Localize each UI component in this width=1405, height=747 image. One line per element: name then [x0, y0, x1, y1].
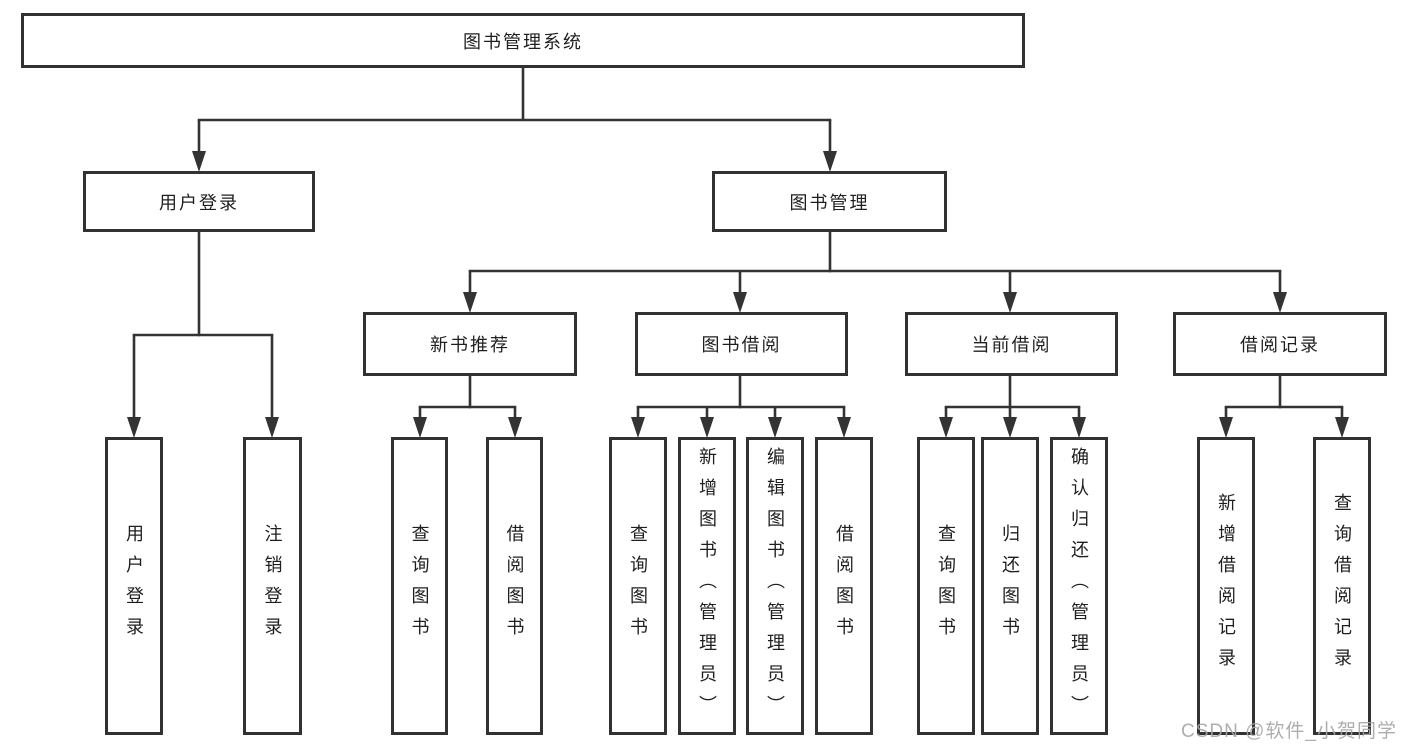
- node-label: 查询图书: [409, 524, 430, 648]
- arrow-down-icon: [823, 151, 837, 172]
- arrow-down-icon: [631, 417, 645, 438]
- node-label: 新书推荐: [430, 335, 510, 355]
- arrow-down-icon: [1003, 417, 1017, 438]
- node-label: 编辑图书（管理员）: [765, 446, 785, 726]
- leaf-borrow-book: 借阅图书: [815, 437, 873, 735]
- node-book-borrow: 图书借阅: [635, 312, 848, 376]
- arrow-down-icon: [1335, 417, 1349, 438]
- node-label: 用户登录: [159, 192, 239, 213]
- leaf-edit-book-admin: 编辑图书（管理员）: [746, 437, 804, 735]
- leaf-add-book-admin: 新增图书（管理员）: [678, 437, 736, 735]
- node-label: 新增图书（管理员）: [697, 446, 717, 726]
- leaf-confirm-return-admin: 确认归还（管理员）: [1050, 437, 1108, 735]
- arrow-down-icon: [463, 292, 477, 313]
- node-root-library-system: 图书管理系统: [21, 13, 1025, 68]
- leaf-logout: 注销登录: [243, 437, 302, 735]
- node-label: 注销登录: [262, 524, 283, 648]
- node-label: 查询图书: [628, 524, 648, 648]
- node-book-management: 图书管理: [712, 171, 947, 232]
- arrow-down-icon: [127, 417, 141, 438]
- leaf-query-book-borrow: 查询图书: [609, 437, 667, 735]
- arrow-down-icon: [1219, 417, 1233, 438]
- leaf-query-borrow-record: 查询借阅记录: [1313, 437, 1371, 735]
- node-label: 借阅记录: [1240, 335, 1320, 355]
- node-label: 图书借阅: [701, 335, 782, 355]
- leaf-borrow-book-recommend: 借阅图书: [486, 437, 543, 735]
- node-label: 查询借阅记录: [1332, 493, 1352, 679]
- node-label: 图书管理系统: [463, 31, 583, 52]
- node-label: 新增借阅记录: [1216, 493, 1236, 679]
- arrow-down-icon: [1003, 292, 1017, 313]
- arrow-down-icon: [837, 417, 851, 438]
- arrow-down-icon: [700, 417, 714, 438]
- node-label: 确认归还（管理员）: [1069, 446, 1089, 726]
- arrow-down-icon: [265, 417, 279, 438]
- arrow-down-icon: [1072, 417, 1086, 438]
- node-label: 查询图书: [936, 524, 956, 648]
- node-borrow-records: 借阅记录: [1173, 312, 1387, 376]
- leaf-query-book-recommend: 查询图书: [391, 437, 448, 735]
- arrow-down-icon: [413, 417, 427, 438]
- leaf-query-book-current: 查询图书: [917, 437, 975, 735]
- arrow-down-icon: [733, 292, 747, 313]
- arrow-down-icon: [1273, 292, 1287, 313]
- csdn-watermark: CSDN @软件_小贺同学: [1181, 721, 1397, 742]
- node-label: 借阅图书: [504, 524, 525, 648]
- arrow-down-icon: [939, 417, 953, 438]
- node-label: 当前借阅: [971, 335, 1052, 355]
- node-label: 归还图书: [1000, 524, 1020, 648]
- arrowhead-group: [127, 151, 1349, 438]
- node-label: 借阅图书: [834, 524, 854, 648]
- node-user-login: 用户登录: [83, 171, 315, 232]
- leaf-return-book: 归还图书: [981, 437, 1039, 735]
- node-current-borrow: 当前借阅: [905, 312, 1118, 376]
- node-label: 图书管理: [789, 192, 870, 213]
- node-new-book-recommend: 新书推荐: [363, 312, 577, 376]
- leaf-add-borrow-record: 新增借阅记录: [1197, 437, 1255, 735]
- arrow-down-icon: [768, 417, 782, 438]
- arrow-down-icon: [192, 151, 206, 172]
- node-label: 用户登录: [124, 524, 144, 648]
- arrow-down-icon: [508, 417, 522, 438]
- leaf-user-login: 用户登录: [105, 437, 163, 735]
